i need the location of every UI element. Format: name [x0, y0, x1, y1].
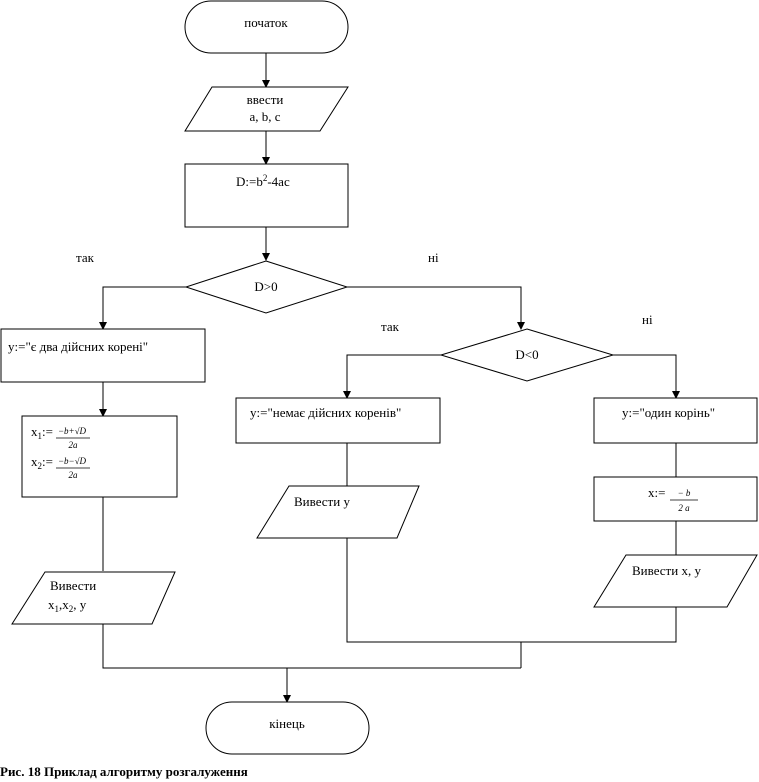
edge-cond2-yes: [343, 354, 441, 399]
x-denominator: 2 a: [678, 503, 690, 513]
edge-cond2-no: [613, 354, 680, 399]
connectors: [99, 53, 680, 703]
output-left-line1: Вивести: [50, 578, 96, 593]
cond2-no-label: ні: [642, 312, 653, 327]
cond2-yes-label: так: [381, 319, 400, 334]
x1-numerator: −b+√D: [58, 426, 87, 436]
output-right-label: Вивести x, y: [632, 563, 701, 578]
x-formula-lhs: x:=: [648, 485, 665, 500]
output-mid-label: Вивести y: [294, 494, 350, 509]
start-label: початок: [244, 15, 288, 30]
x2-formula-lhs: x2:=: [31, 454, 53, 471]
edge-merge-left: [102, 624, 521, 669]
x-numerator: − b: [678, 488, 691, 498]
start-terminal: [184, 0, 349, 54]
edge-cond1-yes: [99, 286, 186, 330]
discriminant-process: [184, 163, 349, 228]
output-left-parallelogram: [11, 571, 176, 625]
cond2-label: D<0: [515, 347, 538, 362]
x2-denominator: 2a: [69, 470, 79, 480]
two-roots-label: y:="є два дійсних корені": [8, 339, 148, 354]
one-root-formula-process: [593, 476, 758, 522]
edge-merge-right: [346, 538, 677, 643]
figure-caption: Рис. 18 Приклад алгоритму розгалуження: [0, 764, 248, 779]
cond2-decision: [439, 328, 615, 382]
cond1-no-label: ні: [428, 250, 439, 265]
discriminant-label: D:=b2-4ac: [236, 173, 290, 189]
output-left-line2: x1,x2, y: [48, 597, 87, 614]
x1-formula-lhs: x1:=: [31, 424, 53, 441]
cond1-yes-label: так: [76, 250, 95, 265]
x2-numerator: −b−√D: [58, 456, 87, 466]
output-right-parallelogram: [593, 554, 758, 608]
one-root-label: y:="один корінь": [622, 405, 715, 420]
x1-denominator: 2a: [69, 440, 79, 450]
edge-cond1-no: [347, 286, 525, 330]
end-label: кінець: [269, 716, 305, 731]
input-label-line2: a, b, c: [249, 109, 280, 124]
no-roots-label: y:="немає дійсних коренів": [250, 405, 401, 420]
no-roots-process: [235, 397, 441, 444]
input-parallelogram: [184, 86, 349, 132]
two-roots-process: [0, 328, 206, 383]
input-label-line1: ввести: [247, 92, 284, 107]
end-terminal: [205, 701, 370, 755]
cond1-decision: [184, 260, 349, 314]
output-mid-parallelogram: [256, 485, 420, 539]
one-root-process: [593, 397, 758, 444]
cond1-label: D>0: [254, 279, 277, 294]
two-roots-formula-process: [21, 415, 178, 498]
